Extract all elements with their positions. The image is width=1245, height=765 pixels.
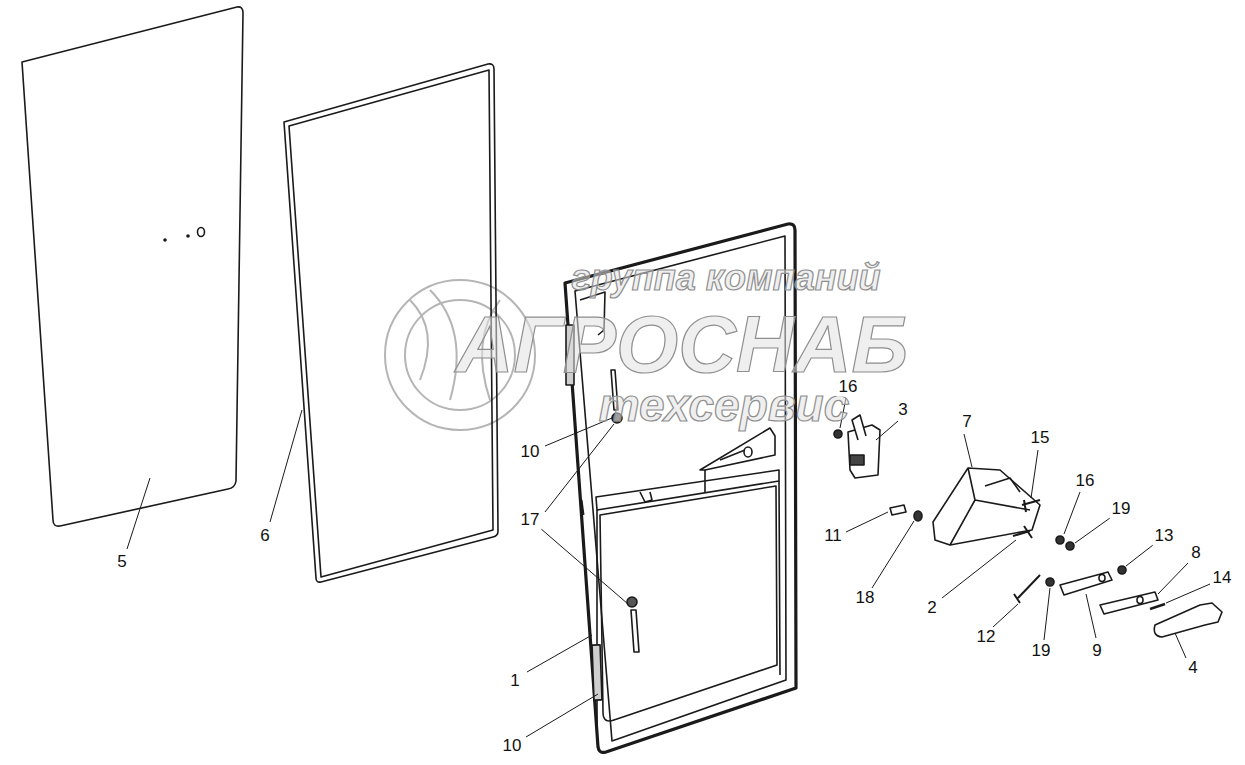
callout-number: 16 — [837, 378, 860, 397]
callout-number: 4 — [1186, 659, 1199, 678]
glass-pane — [22, 7, 243, 526]
callout-number: 10 — [519, 443, 542, 462]
watermark: группа компаний — [572, 260, 881, 296]
callout-number: 17 — [519, 511, 542, 530]
leader-lines — [127, 398, 1210, 737]
handle-bracket — [933, 468, 1040, 545]
callout-number: 1 — [508, 672, 521, 691]
callout-number: 3 — [896, 401, 909, 420]
callout-number: 19 — [1030, 642, 1053, 661]
callout-number: 2 — [925, 599, 938, 618]
callout-number: 5 — [115, 553, 128, 572]
callout-number: 7 — [960, 413, 973, 432]
callout-number: 18 — [854, 589, 877, 608]
callout-number: 9 — [1090, 642, 1103, 661]
callout-number: 11 — [822, 527, 844, 546]
callout-number: 14 — [1211, 569, 1234, 588]
door-frame — [565, 224, 796, 753]
watermark: АГРОСНАБ — [456, 305, 908, 385]
watermark: техсервис — [599, 382, 849, 428]
callout-number: 12 — [975, 628, 998, 647]
callout-number: 13 — [1153, 527, 1176, 546]
callout-number: 10 — [501, 737, 524, 756]
callout-number: 19 — [1110, 500, 1133, 519]
door-handle — [1154, 603, 1222, 637]
callout-number: 6 — [258, 527, 271, 546]
callout-number: 16 — [1074, 472, 1097, 491]
callout-number: 15 — [1029, 429, 1052, 448]
callout-number: 8 — [1189, 544, 1202, 563]
